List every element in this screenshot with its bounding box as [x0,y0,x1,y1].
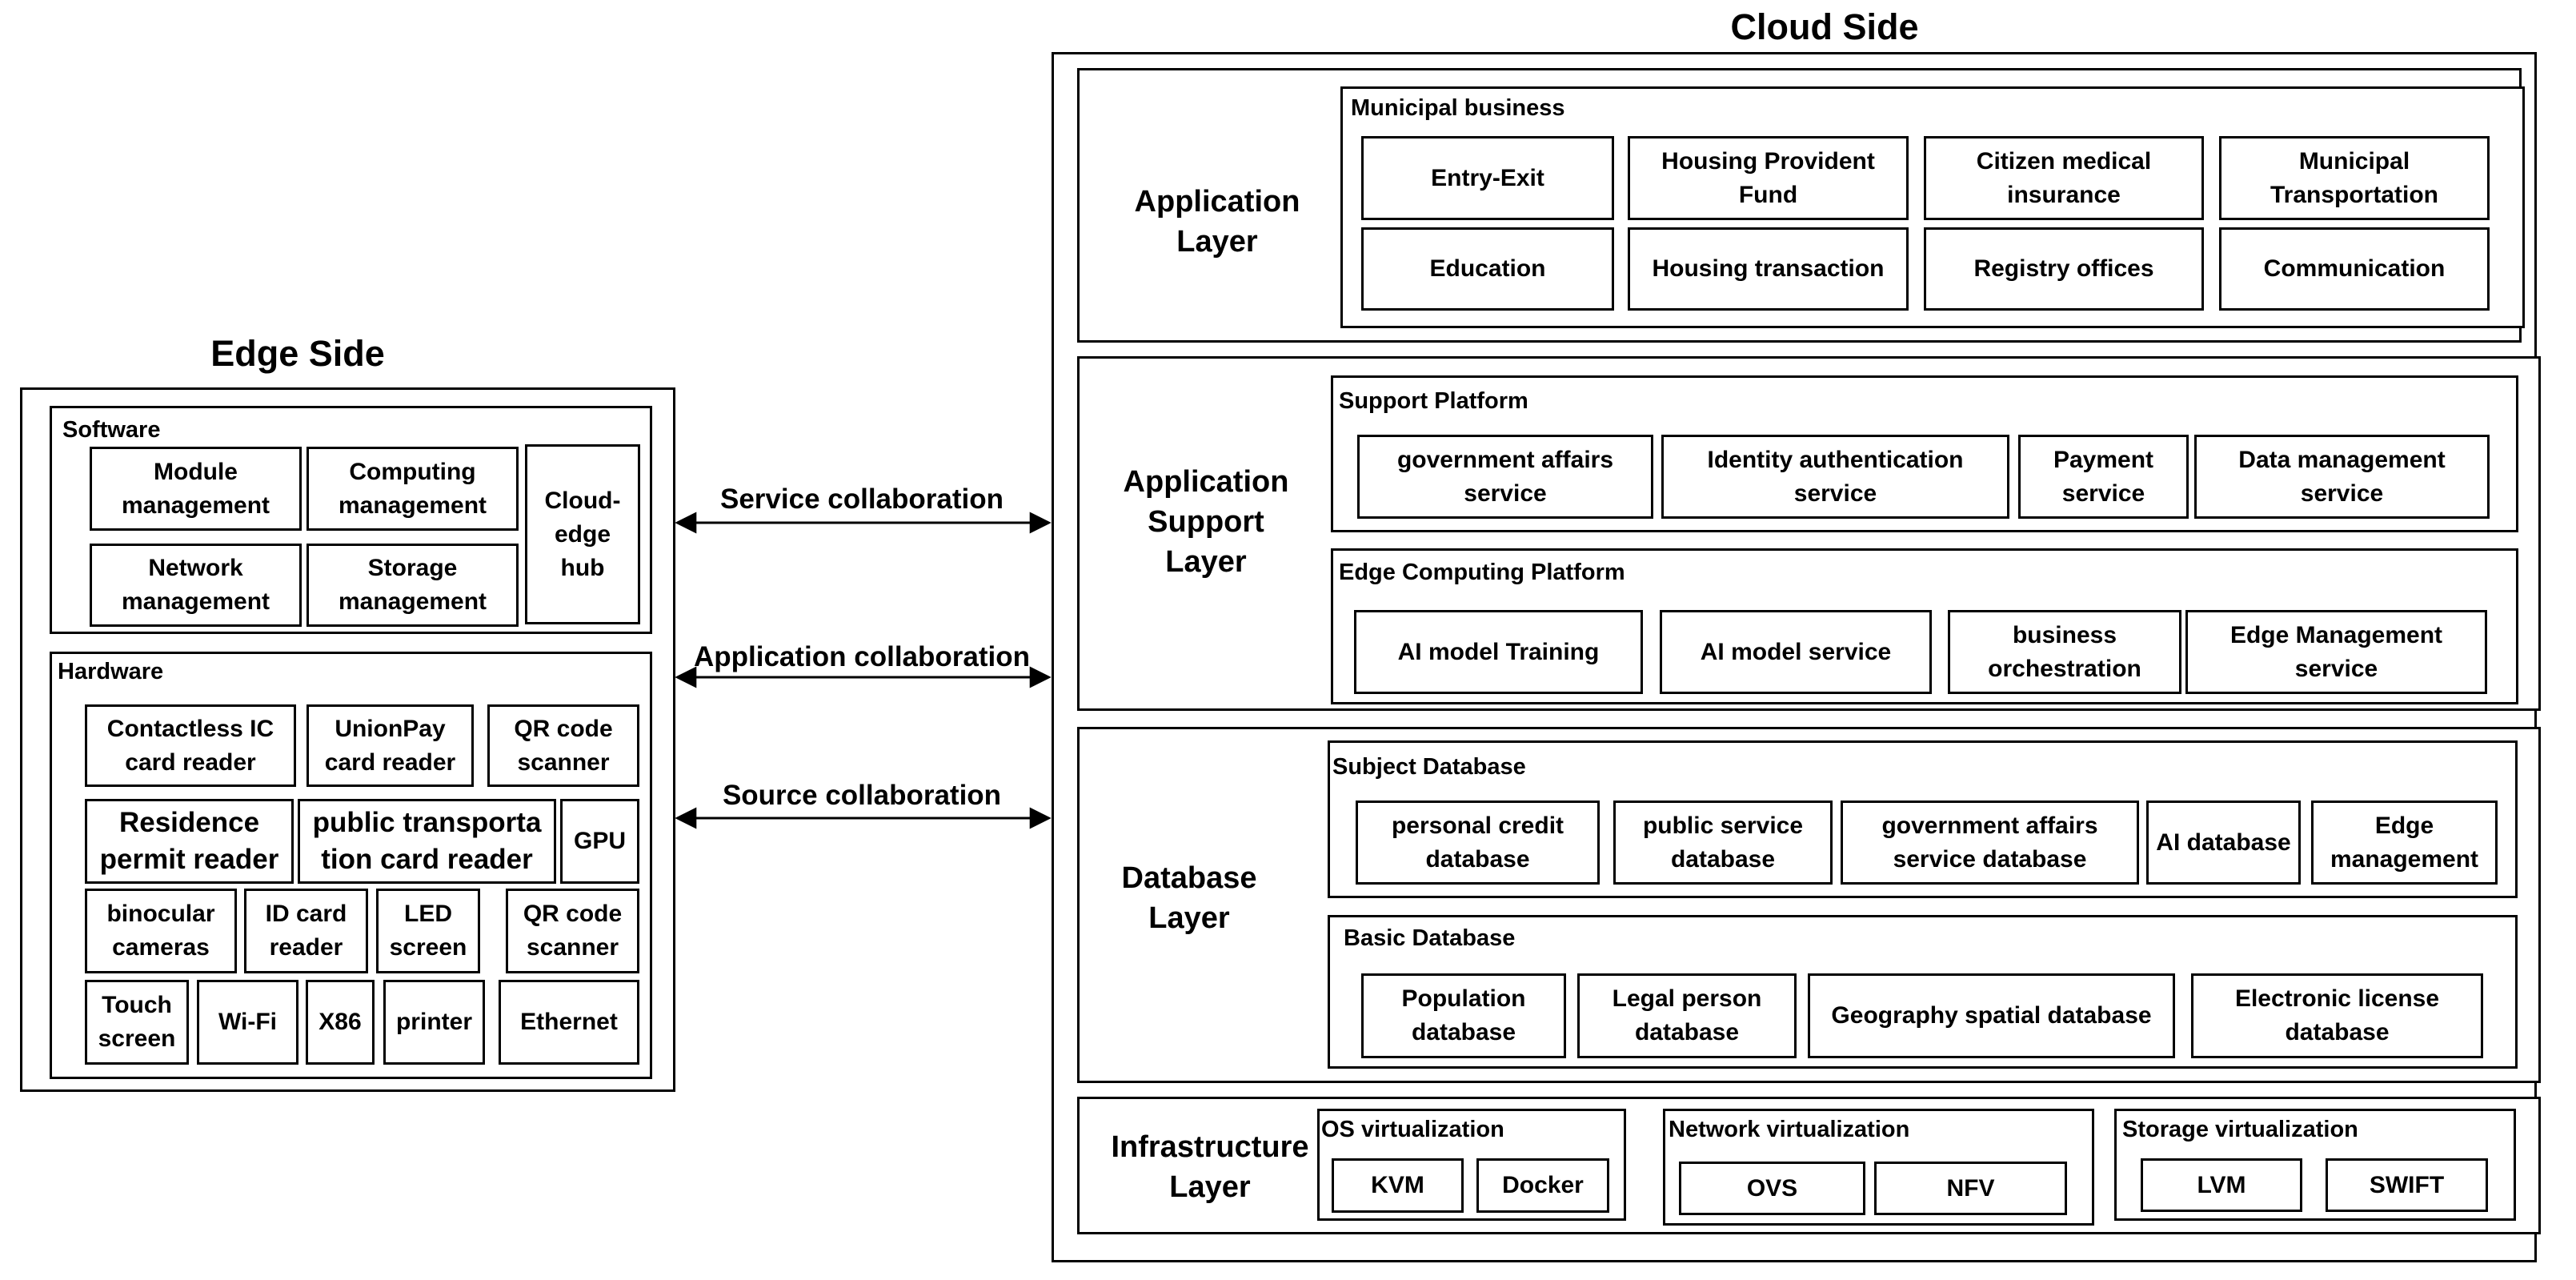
computing-management-box: Computing management [306,447,519,531]
application-collaboration-label: Application collaboration [693,641,1031,672]
printer-box: printer [383,980,485,1065]
ovs-box: OVS [1679,1162,1865,1215]
personal-credit-database-box: personal credit database [1356,801,1600,885]
edge-side-title: Edge Side [210,333,385,374]
binocular-cameras-box: binocular cameras [85,889,237,973]
x86-box: X86 [306,980,375,1065]
database-layer-title: Database Layer [1121,861,1257,935]
ai-model-service-box: AI model service [1660,610,1932,694]
legal-person-database-box: Legal person database [1577,973,1797,1058]
geography-spatial-database-box: Geography spatial database [1808,973,2175,1058]
education-box: Education [1361,227,1614,311]
infrastructure-layer-title: Infrastructure Layer [1111,1130,1309,1204]
module-management-box: Module management [90,447,302,531]
municipal-business-label: Municipal business [1351,95,1565,121]
cloud-side-title: Cloud Side [1730,6,1919,47]
hardware-label: Hardware [58,659,164,684]
service-collaboration-label: Service collaboration [719,484,1004,515]
unionpay-card-reader-box: UnionPay card reader [306,704,474,787]
wifi-box: Wi-Fi [197,980,298,1065]
storage-management-box: Storage management [306,544,519,627]
application-layer-title: Application Layer [1134,185,1300,259]
contactless-ic-card-reader-box: Contactless IC card reader [85,704,296,787]
os-virtualization-label: OS virtualization [1321,1117,1504,1142]
registry-offices-box: Registry offices [1924,227,2204,311]
subject-database-label: Subject Database [1332,754,1526,780]
housing-transaction-box: Housing transaction [1628,227,1909,311]
basic-database-label: Basic Database [1344,925,1516,951]
lvm-box: LVM [2141,1158,2302,1212]
led-screen-box: LED screen [376,889,480,973]
edge-computing-platform-label: Edge Computing Platform [1339,560,1625,585]
network-virtualization-label: Network virtualization [1669,1117,1910,1142]
identity-authentication-service-box: Identity authentication service [1661,435,2009,519]
housing-provident-fund-box: Housing Provident Fund [1628,136,1909,220]
residence-permit-reader-box: Residence permit reader [85,799,294,884]
software-label: Software [62,417,161,443]
edge-management-service-box: Edge Management service [2185,610,2487,694]
ethernet-box: Ethernet [499,980,639,1065]
id-card-reader-box: ID card reader [244,889,368,973]
network-management-box: Network management [90,544,302,627]
qr-code-scanner-2-box: QR code scanner [506,889,639,973]
entry-exit-box: Entry-Exit [1361,136,1614,220]
application-support-layer-title: Application Support Layer [1123,465,1289,579]
touch-screen-box: Touch screen [85,980,189,1065]
public-service-database-box: public service database [1613,801,1833,885]
docker-box: Docker [1476,1158,1609,1213]
kvm-box: KVM [1332,1158,1464,1213]
data-management-service-box: Data management service [2194,435,2490,519]
source-collaboration-label: Source collaboration [722,780,1002,811]
ai-database-box: AI database [2146,801,2301,885]
government-affairs-service-box: government affairs service [1357,435,1653,519]
gpu-box: GPU [560,799,639,884]
citizen-medical-insurance-box: Citizen medical insurance [1924,136,2204,220]
communication-box: Communication [2219,227,2490,311]
swift-box: SWIFT [2326,1158,2488,1212]
qr-code-scanner-box: QR code scanner [487,704,639,787]
public-transportation-card-reader-box: public transporta tion card reader [298,799,556,884]
cloud-edge-hub-box: Cloud- edge hub [525,444,640,624]
municipal-transportation-box: Municipal Transportation [2219,136,2490,220]
support-platform-label: Support Platform [1339,388,1528,414]
payment-service-box: Payment service [2018,435,2189,519]
ai-model-training-box: AI model Training [1354,610,1643,694]
storage-virtualization-label: Storage virtualization [2122,1117,2358,1142]
population-database-box: Population database [1361,973,1566,1058]
business-orchestration-box: business orchestration [1948,610,2181,694]
edge-management-db-box: Edge management [2311,801,2498,885]
nfv-box: NFV [1874,1162,2067,1215]
electronic-license-database-box: Electronic license database [2191,973,2483,1058]
government-affairs-service-database-box: government affairs service database [1841,801,2139,885]
